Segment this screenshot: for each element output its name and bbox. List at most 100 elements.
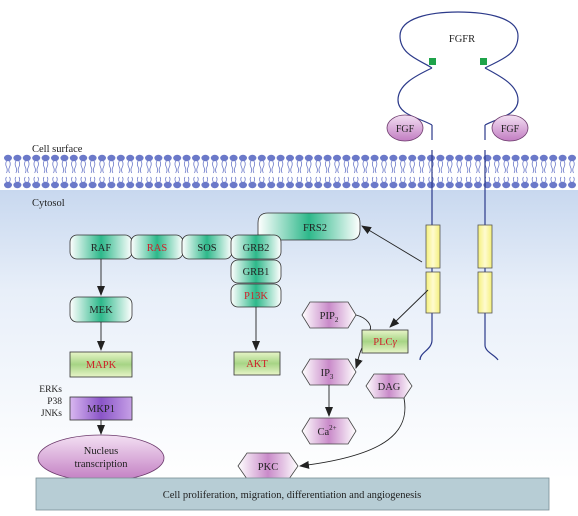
- lipid-head: [427, 154, 435, 162]
- arrow-receptor-to-frs2: [361, 225, 423, 263]
- arrow-dag-to-pkc: [299, 397, 406, 469]
- akt-label: AKT: [246, 359, 268, 370]
- lipid-head: [502, 154, 511, 162]
- lipid-head: [13, 154, 22, 162]
- lipid-head: [568, 181, 576, 189]
- lipid-head: [427, 181, 435, 189]
- lipid-tail: [447, 160, 453, 183]
- lipid-tail: [249, 160, 256, 183]
- lipid-tail: [268, 160, 274, 183]
- kinase-domain-left-lower: [425, 271, 441, 314]
- lipid-tail: [146, 160, 152, 183]
- lipid-head: [210, 154, 219, 162]
- lipid-head: [511, 154, 520, 162]
- lipid-head: [521, 181, 529, 189]
- lipid-head: [126, 181, 135, 189]
- fgfr-receptor: [397, 11, 519, 361]
- lipid-head: [107, 154, 116, 162]
- lipid-head: [558, 181, 567, 189]
- lipid-head: [464, 181, 473, 189]
- ip3-label: IP3: [321, 368, 334, 381]
- lipid-tail: [5, 160, 11, 183]
- lipid-head: [145, 154, 153, 162]
- lipid-head: [295, 154, 304, 162]
- lipid-head: [389, 181, 398, 189]
- lipid-head: [521, 154, 529, 162]
- lipid-head: [323, 181, 332, 189]
- lipid-tail: [80, 160, 86, 183]
- plc-gamma-box: [361, 329, 409, 354]
- lipid-tail: [212, 160, 218, 183]
- akt-box: [233, 351, 281, 376]
- lipid-head: [13, 181, 22, 189]
- lipid-head: [408, 154, 417, 162]
- p38-label: P38: [47, 397, 62, 407]
- lipid-head: [276, 154, 285, 162]
- lipid-tail: [390, 160, 397, 183]
- pathway-arrows: [97, 225, 429, 469]
- ip3-node: [301, 358, 357, 386]
- fgfr-binding-site-left: [429, 58, 436, 65]
- calcium-sup: 2+: [329, 424, 337, 432]
- grb2-box: [230, 234, 282, 260]
- lipid-tail: [353, 160, 359, 183]
- lipid-head: [22, 181, 31, 189]
- lipid-head: [445, 154, 454, 162]
- pip2-sub: 2: [335, 316, 339, 324]
- mapk-box: [69, 351, 133, 378]
- p13k-label: P13K: [244, 291, 268, 302]
- lipid-head: [408, 181, 417, 189]
- lipid-head: [51, 181, 59, 189]
- outcome-bar: [35, 477, 550, 511]
- lipid-tail: [52, 160, 58, 183]
- lipid-head: [558, 154, 567, 162]
- mapk-label: MAPK: [86, 360, 117, 371]
- lipid-head: [549, 154, 558, 162]
- lipid-head: [539, 181, 548, 189]
- lipid-head: [257, 181, 266, 189]
- lipid-head: [361, 154, 370, 162]
- lipid-tail: [42, 160, 49, 183]
- lipid-head: [398, 181, 407, 189]
- lipid-head: [568, 154, 576, 162]
- lipid-head: [98, 154, 106, 162]
- lipid-tail: [287, 160, 293, 183]
- lipid-head: [323, 154, 332, 162]
- lipid-head: [4, 154, 12, 162]
- calcium-label: Ca2+: [317, 424, 336, 438]
- kinase-domain-left-upper: [425, 224, 441, 269]
- lipid-tail: [315, 160, 321, 183]
- lipid-tail: [99, 160, 105, 183]
- grb1-box: [230, 259, 282, 284]
- lipid-head: [502, 181, 511, 189]
- lipid-head: [389, 154, 398, 162]
- ip3-sub: 3: [330, 373, 334, 381]
- lipid-head: [314, 154, 323, 162]
- lipid-head: [135, 181, 144, 189]
- lipid-head: [539, 154, 548, 162]
- nucleus-line2: transcription: [74, 459, 128, 470]
- lipid-tail: [183, 160, 190, 183]
- lipid-tail: [559, 160, 566, 183]
- lipid-tail: [108, 160, 115, 183]
- lipid-tail: [484, 160, 491, 183]
- frs2-label: FRS2: [303, 223, 327, 234]
- plc-base: PLC: [373, 337, 392, 348]
- lipid-tail: [512, 160, 519, 183]
- lipid-tail: [541, 160, 547, 183]
- lipid-tail: [494, 160, 500, 183]
- lipid-tail: [136, 160, 143, 183]
- lipid-head: [380, 154, 388, 162]
- lipid-head: [60, 181, 69, 189]
- lipid-head: [201, 154, 210, 162]
- lipid-head: [342, 181, 351, 189]
- lipid-head: [229, 181, 238, 189]
- lipid-head: [333, 154, 341, 162]
- lipid-head: [314, 181, 323, 189]
- pkc-label: PKC: [258, 462, 278, 473]
- lipid-head: [41, 181, 50, 189]
- lipid-head: [380, 181, 388, 189]
- lipid-head: [88, 154, 97, 162]
- lipid-head: [126, 154, 135, 162]
- lipid-head: [182, 154, 191, 162]
